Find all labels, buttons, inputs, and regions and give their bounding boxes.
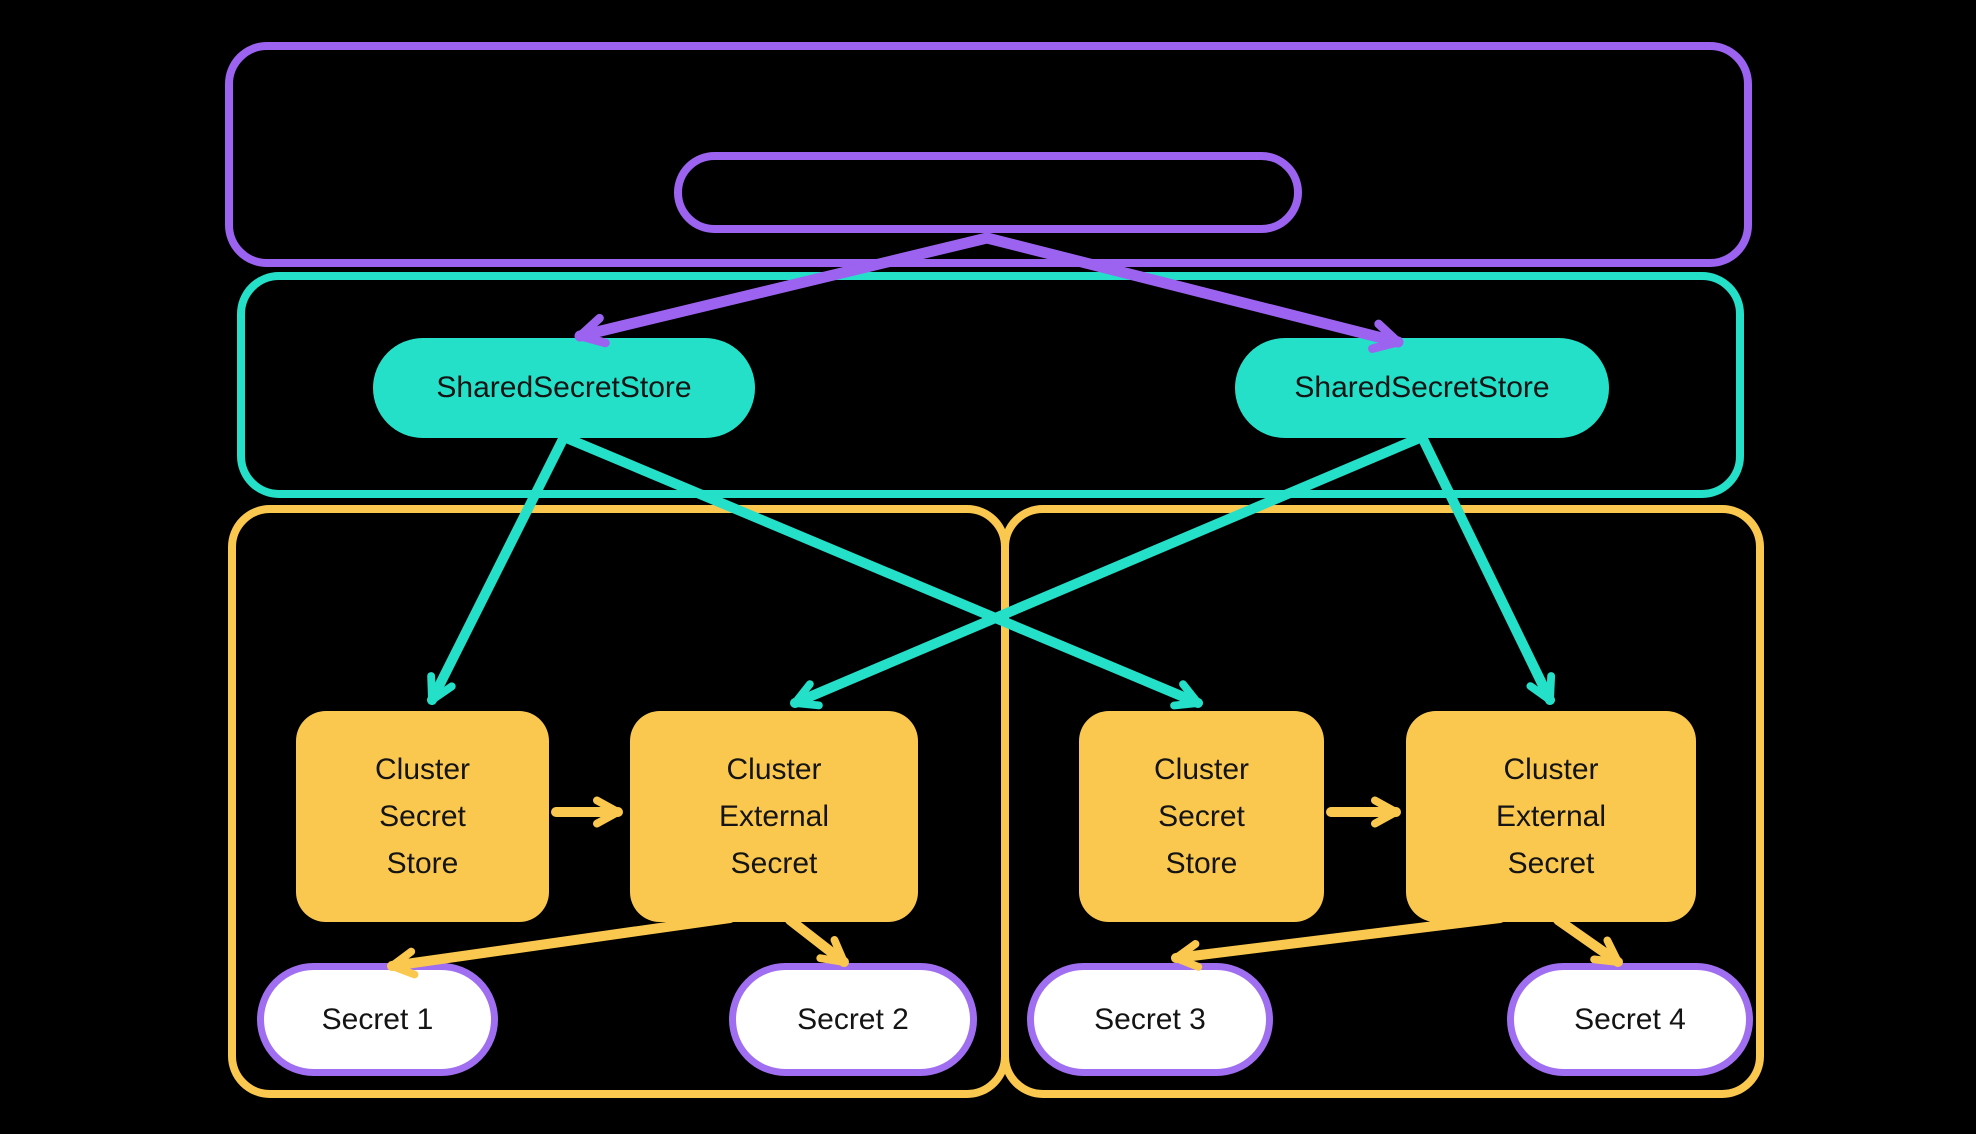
node-label: Cluster Secret Store [1153,753,1250,880]
node-label: Cluster External Secret [1495,753,1607,880]
node-label: Cluster External Secret [718,753,830,880]
node-secret-3: Secret 3 [1027,963,1273,1076]
node-label: Secret 1 [321,1002,434,1036]
node-sharedsecretstore-right: SharedSecretStore [1235,338,1609,438]
node-label: SharedSecretStore [436,371,692,404]
node-cluster-secret-store-right: Cluster Secret Store [1079,711,1324,922]
node-secret-2: Secret 2 [729,963,977,1076]
node-secret-1: Secret 1 [257,963,498,1076]
node-cluster-external-secret-right: Cluster External Secret [1406,711,1696,922]
node-cluster-external-secret-left: Cluster External Secret [630,711,918,922]
node-label: Cluster Secret Store [374,753,471,880]
node-sharedsecretstore-left: SharedSecretStore [373,338,755,438]
node-cluster-secret-store-left: Cluster Secret Store [296,711,549,922]
top-secret-store-pill [674,152,1302,233]
node-label: Secret 4 [1574,1002,1686,1036]
node-label: Secret 2 [797,1002,909,1036]
node-secret-4: Secret 4 [1507,963,1753,1076]
node-label: Secret 3 [1094,1002,1206,1036]
node-label: SharedSecretStore [1294,371,1550,404]
